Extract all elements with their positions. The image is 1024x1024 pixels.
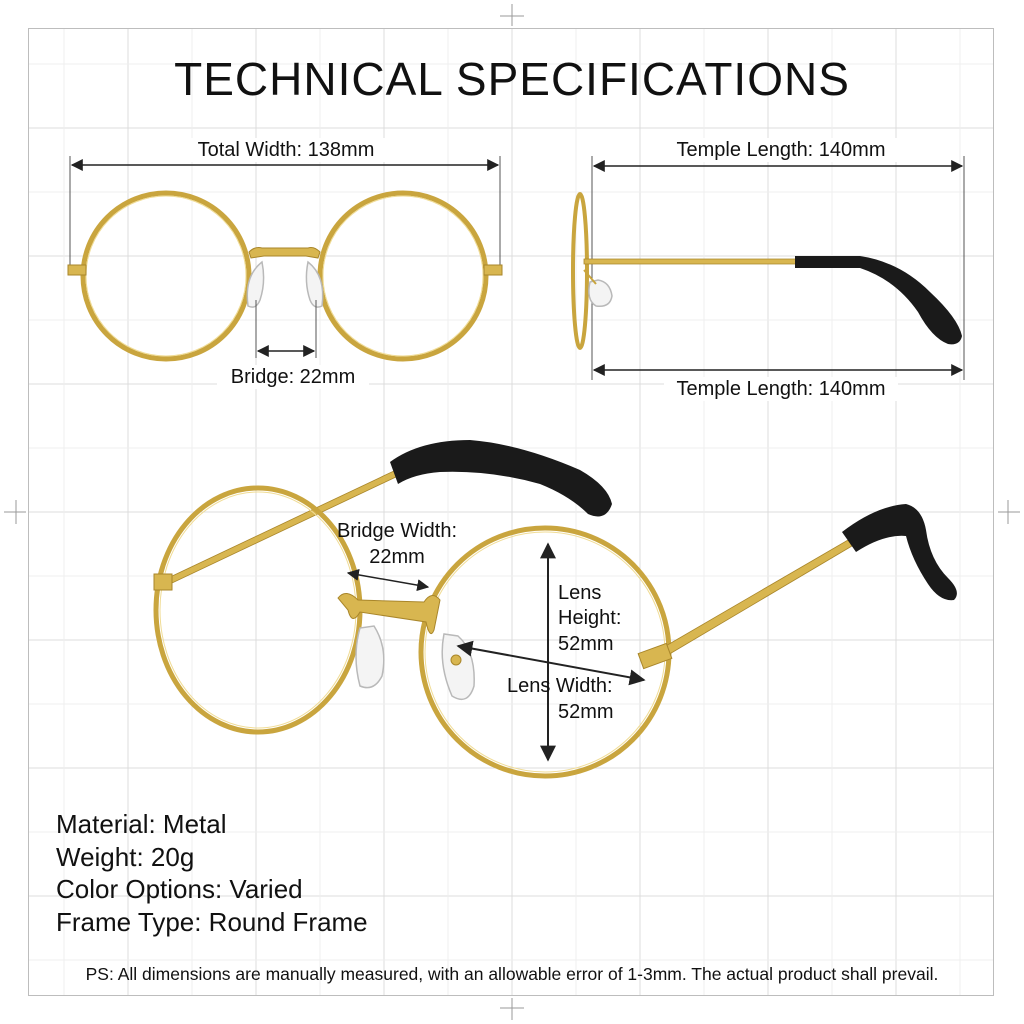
front-hinge-right: [483, 264, 503, 276]
measurement-note: PS: All dimensions are manually measured…: [85, 964, 939, 984]
total-width-dimension-line: [69, 156, 501, 270]
temple-length-dimension-top: [591, 156, 965, 380]
perspective-temple-front: [637, 504, 957, 670]
bridge-label: Bridge: 22mm: [217, 365, 369, 389]
spec-material: Material: Metal: [56, 809, 227, 839]
page-title: TECHNICAL SPECIFICATIONS: [174, 53, 850, 105]
temple-length-top-label: Temple Length: 140mm: [664, 138, 898, 162]
front-lens-left: [80, 190, 252, 362]
bridge-width-label-line1: Bridge Width:: [336, 520, 458, 542]
total-width-label: Total Width: 138mm: [185, 138, 387, 162]
perspective-nose-pad-right: [441, 633, 475, 701]
specs-list: Material: Metal Weight: 20g Color Option…: [56, 808, 368, 938]
lens-height-label-line3: 52mm: [558, 633, 614, 655]
lens-width-label-line1: Lens Width:: [507, 675, 613, 697]
bridge-dimension-line: [255, 300, 317, 358]
spec-weight: Weight: 20g: [56, 841, 195, 872]
temple-length-bottom-label: Temple Length: 140mm: [664, 377, 898, 401]
front-nose-pad-right: [305, 260, 324, 308]
front-nose-pad-left: [246, 260, 265, 308]
spec-color-options: Color Options: Varied: [56, 874, 303, 904]
lens-height-label-line2: Height:: [558, 607, 622, 629]
bridge-width-label-line2: 22mm: [369, 546, 425, 568]
front-lens-right: [317, 190, 489, 362]
perspective-nose-pad-left: [355, 625, 385, 689]
spec-frame-type: Frame Type: Round Frame: [56, 906, 368, 937]
bridge-width-dimension-line: [346, 568, 430, 592]
side-nose-pad: [588, 279, 613, 308]
lens-height-label-line1: Lens: [558, 582, 602, 604]
lens-width-dimension-line: [456, 640, 646, 686]
page-frame: [28, 28, 994, 996]
perspective-hinge-back: [153, 573, 173, 591]
perspective-bridge: [337, 593, 441, 635]
front-hinge-left: [67, 264, 87, 276]
front-bridge: [248, 247, 321, 259]
side-lens: [571, 192, 589, 350]
lens-width-label-line2: 52mm: [558, 701, 614, 723]
side-temple-tip: [795, 256, 962, 345]
